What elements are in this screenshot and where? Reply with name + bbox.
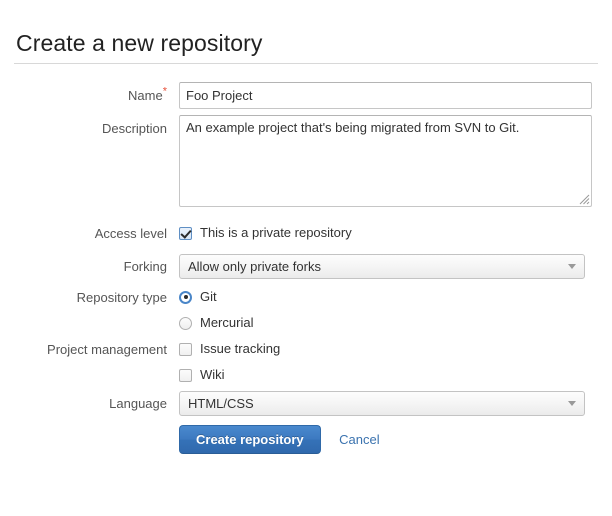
issue-tracking-label: Issue tracking [200,341,281,356]
mercurial-label: Mercurial [200,315,254,330]
repository-type-option-git[interactable]: Git [179,287,253,307]
project-management-label: Project management [47,342,167,357]
access-level-control: This is a private repository [179,223,352,243]
language-control: HTML/CSS [179,391,585,416]
name-control [179,82,592,109]
language-select-value[interactable]: HTML/CSS [179,391,585,416]
forking-control: Allow only private forks [179,254,585,279]
page-title: Create a new repository [16,30,263,57]
forking-select-value[interactable]: Allow only private forks [179,254,585,279]
form-row-forking: Forking Allow only private forks [0,254,612,287]
description-textarea-wrap [179,115,592,207]
description-control [179,115,592,207]
form-row-repository-type: Repository type Git Mercurial [0,287,612,339]
private-repository-label: This is a private repository [200,225,352,240]
form-actions: Create repository Cancel [179,425,380,454]
wiki-label: Wiki [200,367,225,382]
wiki-checkbox-row[interactable]: Wiki [179,365,280,385]
private-repository-checkbox-row[interactable]: This is a private repository [179,223,352,243]
description-label: Description [101,121,167,136]
form-row-project-management: Project management Issue tracking Wiki [0,339,612,391]
project-management-control: Issue tracking Wiki [179,339,280,385]
form-row-language: Language HTML/CSS [0,391,612,425]
name-label-text: Name [128,88,163,103]
wiki-checkbox[interactable] [179,368,192,382]
access-level-label: Access level [94,226,167,241]
git-radio[interactable] [179,290,192,304]
mercurial-radio[interactable] [179,316,192,330]
form-row-access-level: Access level This is a private repositor… [0,224,612,254]
description-textarea[interactable] [179,115,592,207]
repository-type-label: Repository type [76,290,167,305]
repository-type-control: Git Mercurial [179,287,253,333]
form-row-actions: Create repository Cancel [0,425,612,459]
issue-tracking-checkbox-row[interactable]: Issue tracking [179,339,280,359]
header-divider [14,63,598,64]
language-select[interactable]: HTML/CSS [179,391,585,416]
repository-type-option-mercurial[interactable]: Mercurial [179,313,253,333]
cancel-link[interactable]: Cancel [339,432,380,447]
forking-label: Forking [123,259,167,274]
required-asterisk: * [162,85,167,98]
language-label: Language [109,396,167,411]
private-repository-checkbox[interactable] [179,226,192,240]
issue-tracking-checkbox[interactable] [179,342,192,356]
form-row-name: Name* [0,82,612,115]
forking-select[interactable]: Allow only private forks [179,254,585,279]
create-repository-button[interactable]: Create repository [179,425,321,454]
name-input[interactable] [179,82,592,109]
form-row-description: Description [0,115,612,224]
name-label: Name* [0,85,167,104]
git-label: Git [200,289,217,304]
create-repository-form: Name* Description Access level [0,82,612,459]
